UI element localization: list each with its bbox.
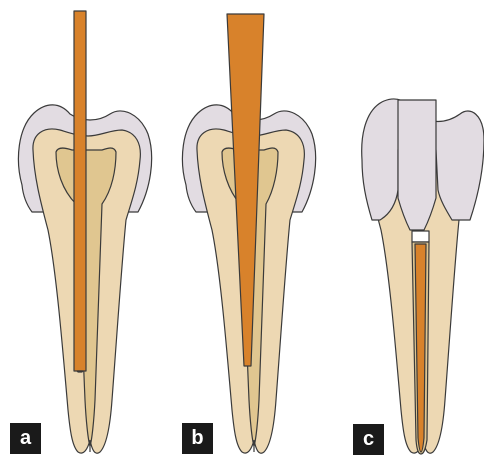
post-a xyxy=(74,11,86,371)
panel-label-c: c xyxy=(353,424,384,455)
spacer-c xyxy=(412,231,429,242)
core-c xyxy=(398,100,436,230)
post-tip-a xyxy=(77,371,83,372)
panel-label-a: a xyxy=(10,423,41,454)
tooth-b xyxy=(182,14,315,453)
tooth-c xyxy=(362,99,484,454)
panel-label-b: b xyxy=(182,423,213,454)
tooth-a xyxy=(18,11,151,453)
